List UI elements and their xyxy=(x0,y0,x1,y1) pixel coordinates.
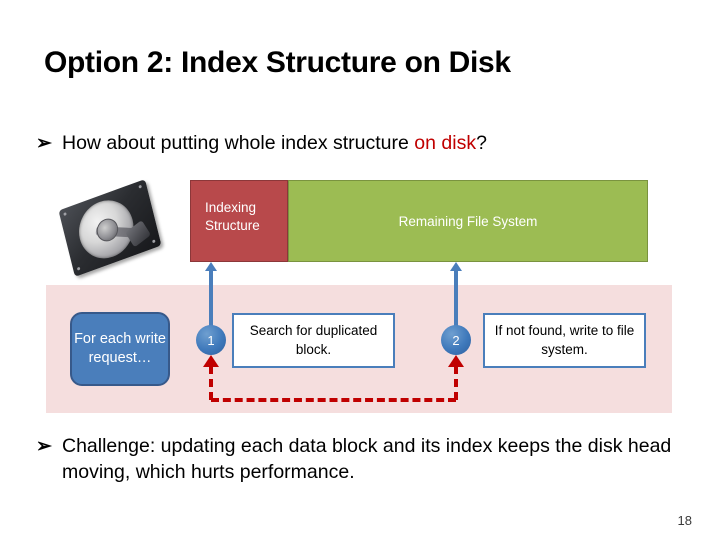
page-title: Option 2: Index Structure on Disk xyxy=(44,46,511,79)
feedback-arrow-vertical-left xyxy=(209,366,213,400)
bullet-text-before: How about putting whole index structure xyxy=(62,132,415,154)
bullet-text: How about putting whole index structure … xyxy=(62,131,696,157)
page-number: 18 xyxy=(677,513,692,528)
hdd-screw xyxy=(152,239,156,244)
hdd-screw xyxy=(63,212,67,217)
bullet-challenge: ➢ Challenge: updating each data block an… xyxy=(36,434,696,485)
step-box-1: Search for duplicated block. xyxy=(232,313,395,368)
step-box-2: If not found, write to file system. xyxy=(483,313,646,368)
bullet-text: Challenge: updating each data block and … xyxy=(62,435,672,483)
storage-segment-remaining-file-system: Remaining File System xyxy=(288,180,648,262)
bullet-highlight-on-disk: on disk xyxy=(414,132,477,154)
storage-segment-indexing-structure: Indexing Structure xyxy=(190,180,288,262)
step-number-badge-1: 1 xyxy=(196,325,226,355)
bullet-marker-icon: ➢ xyxy=(36,436,52,457)
feedback-arrow-horizontal xyxy=(211,398,456,402)
feedback-arrow-head-right-icon xyxy=(448,355,464,367)
hard-disk-icon xyxy=(56,179,168,277)
step-number-badge-2: 2 xyxy=(441,325,471,355)
feedback-arrow-vertical-right xyxy=(454,366,458,400)
bullet-how-about: ➢ How about putting whole index structur… xyxy=(36,131,696,157)
arrow-step2-to-filesystem-icon xyxy=(448,262,464,328)
arrow-step1-to-index-icon xyxy=(203,262,219,328)
workflow-trigger-box: For each write request… xyxy=(70,312,170,386)
arrow-head xyxy=(450,262,462,271)
arrow-head xyxy=(205,262,217,271)
arrow-shaft xyxy=(209,270,213,328)
arrow-shaft xyxy=(454,270,458,328)
bullet-marker-icon: ➢ xyxy=(36,133,52,154)
hdd-screw xyxy=(76,266,81,271)
bullet-text-after: ? xyxy=(476,132,487,154)
hdd-screw xyxy=(138,184,142,189)
feedback-arrow-head-left-icon xyxy=(203,355,219,367)
hdd-body xyxy=(58,179,162,277)
